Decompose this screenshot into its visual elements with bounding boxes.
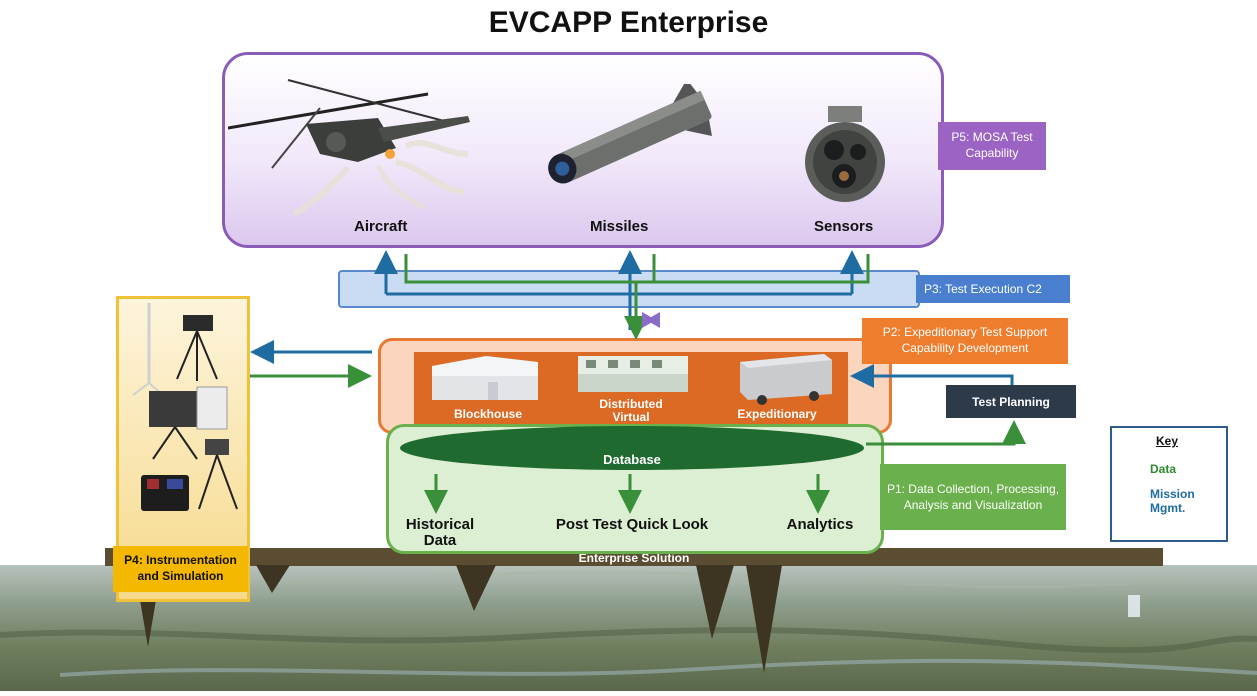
output-label: Analytics	[786, 516, 854, 533]
p4-label: P4: Instrumentation and Simulation	[113, 546, 248, 592]
system-label-text: Sensors	[814, 218, 874, 235]
output-analytics: Analytics	[770, 517, 870, 533]
system-label-text: Missiles	[590, 218, 649, 235]
facility-label-text: Blockhouse	[453, 407, 522, 421]
facility-label-text: Distributed Virtual	[599, 397, 663, 424]
system-label-sensors: Sensors	[814, 218, 873, 236]
test-planning-box: Test Planning	[946, 385, 1076, 418]
legend-key-box	[1110, 426, 1228, 542]
p1-label: P1: Data Collection, Processing, Analysi…	[880, 464, 1066, 530]
data-bus-line	[404, 254, 870, 284]
system-label-aircraft: Aircraft	[354, 218, 407, 236]
database-cylinder	[400, 426, 864, 470]
legend-mission-label: Mission Mgmt.	[1150, 487, 1195, 516]
output-historical-data: Historical Data	[392, 517, 488, 549]
system-label-missiles: Missiles	[590, 218, 648, 236]
database-label-wrap: Database	[400, 451, 864, 469]
legend-data-label: Data	[1150, 462, 1177, 476]
database-label: Database	[603, 452, 661, 467]
expeditionary-trailer-icon	[740, 354, 832, 405]
helicopter-icon	[228, 79, 470, 217]
enterprise-solution-label: Enterprise Solution	[578, 551, 690, 565]
p5-label: P5: MOSA Test Capability	[938, 122, 1046, 170]
p1-label-text: P1: Data Collection, Processing, Analysi…	[886, 481, 1060, 512]
sensor-turret-icon	[805, 106, 885, 202]
p2-label: P2: Expeditionary Test Support Capabilit…	[862, 318, 1068, 364]
p3-label-text: P3: Test Execution C2	[924, 282, 1042, 296]
enterprise-solution-label-wrap: Enterprise Solution	[105, 549, 1163, 567]
enterprise-solution-bar	[105, 548, 1163, 566]
blockhouse-building-icon	[432, 356, 538, 400]
p3-label: P3: Test Execution C2	[916, 275, 1070, 303]
mission-arrow-test-planning	[850, 364, 1014, 388]
missile-icon	[548, 84, 712, 184]
facility-label-expeditionary: Expeditionary	[720, 408, 834, 421]
test-planning-label: Test Planning	[972, 394, 1050, 409]
instrumentation-equipment-icon	[132, 303, 238, 511]
legend-title: Key	[1155, 434, 1178, 448]
data-arrow-to-test-planning	[866, 420, 1026, 446]
p5-label-text: P5: MOSA Test Capability	[951, 130, 1033, 160]
facility-label-distributed-virtual: Distributed Virtual	[588, 398, 674, 423]
page-title: EVCAPP Enterprise	[488, 6, 769, 39]
output-post-test-quick-look: Post Test Quick Look	[554, 517, 710, 533]
facility-label-blockhouse: Blockhouse	[438, 408, 538, 421]
distributed-virtual-console-icon	[578, 356, 688, 392]
connector-bowtie-right	[646, 312, 660, 328]
p4-label-text: P4: Instrumentation and Simulation	[124, 553, 237, 583]
facility-label-text: Expeditionary	[737, 407, 817, 421]
output-label: Post Test Quick Look	[555, 516, 709, 533]
p2-label-text: P2: Expeditionary Test Support Capabilit…	[882, 325, 1048, 355]
system-label-text: Aircraft	[354, 218, 408, 235]
output-label: Historical Data	[405, 516, 475, 549]
